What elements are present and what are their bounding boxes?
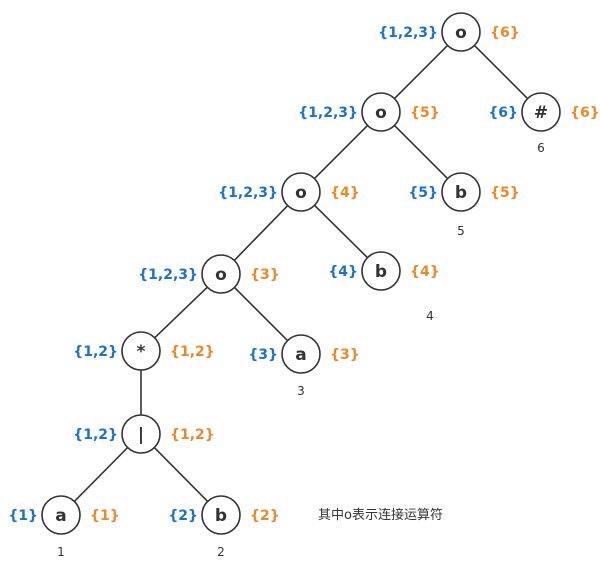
lastpos-set: {1,2} — [170, 344, 215, 360]
node-symbol: b — [455, 183, 467, 203]
firstpos-set: {5} — [408, 185, 438, 201]
leaf-position-number: 2 — [217, 545, 225, 559]
tree-nodes: o {1,2,3} {6} o {1,2,3} {5} # {6} {6} 6 o {1,2,3} {4… — [8, 12, 600, 559]
tree-edge — [313, 204, 369, 259]
lastpos-set: {1,2} — [170, 427, 215, 443]
leaf-position-number: 5 — [457, 224, 465, 238]
tree-edge — [393, 44, 449, 100]
tree-node: o {1,2,3} {5} — [298, 92, 440, 132]
node-symbol: o — [375, 103, 387, 123]
firstpos-set: {1} — [8, 508, 38, 524]
node-symbol: a — [295, 345, 306, 365]
tree-node: # {6} {6} 6 — [488, 92, 600, 155]
node-circle — [361, 92, 401, 132]
tree-node: b {5} {5} 5 — [408, 172, 520, 238]
node-symbol: | — [138, 425, 144, 445]
firstpos-set: {3} — [248, 347, 278, 363]
firstpos-set: {1,2,3} — [378, 25, 438, 41]
node-symbol: # — [534, 103, 548, 123]
tree-node: b {2} {2} 2 — [168, 495, 280, 559]
tree-edge — [154, 286, 208, 339]
node-circle — [361, 251, 401, 291]
node-circle — [201, 254, 241, 294]
leaf-position-number: 4 — [426, 309, 434, 323]
node-symbol: o — [215, 265, 227, 285]
node-symbol: b — [375, 262, 387, 282]
node-circle — [441, 172, 481, 212]
lastpos-set: {3} — [250, 267, 280, 283]
tree-node: * {1,2} {1,2} — [73, 331, 215, 371]
tree-edge — [393, 124, 449, 180]
node-symbol: a — [55, 506, 66, 526]
tree-edge — [233, 205, 289, 261]
firstpos-set: {1,2} — [73, 344, 118, 360]
firstpos-set: {4} — [328, 264, 358, 280]
tree-edge — [233, 286, 289, 342]
firstpos-set: {1,2,3} — [298, 105, 358, 121]
tree-node: o {1,2,3} {6} — [378, 12, 520, 52]
node-circle — [201, 495, 241, 535]
node-circle — [281, 172, 321, 212]
firstpos-set: {1,2} — [73, 427, 118, 443]
tree-node: b {4} {4} 4 — [328, 251, 440, 323]
leaf-position-number: 3 — [297, 384, 305, 398]
node-circle — [121, 414, 161, 454]
node-symbol: b — [215, 506, 227, 526]
lastpos-set: {1} — [90, 508, 120, 524]
operator-note: 其中o表示连接运算符 — [318, 507, 443, 523]
lastpos-set: {6} — [570, 105, 600, 121]
firstpos-set: {1,2,3} — [138, 267, 198, 283]
tree-edge — [473, 44, 529, 100]
firstpos-set: {1,2,3} — [218, 185, 278, 201]
lastpos-set: {4} — [410, 264, 440, 280]
tree-node: o {1,2,3} {4} — [218, 172, 360, 212]
node-circle — [121, 331, 161, 371]
tree-node: o {1,2,3} {3} — [138, 254, 280, 294]
tree-edge — [73, 446, 129, 503]
lastpos-set: {4} — [330, 185, 360, 201]
leaf-position-number: 6 — [537, 141, 545, 155]
lastpos-set: {3} — [330, 347, 360, 363]
node-circle — [441, 12, 481, 52]
tree-edge — [153, 446, 209, 503]
lastpos-set: {5} — [490, 185, 520, 201]
tree-edge — [313, 124, 369, 180]
firstpos-set: {6} — [488, 105, 518, 121]
node-symbol: * — [137, 342, 146, 362]
node-circle — [521, 92, 561, 132]
node-circle — [281, 334, 321, 374]
lastpos-set: {6} — [490, 25, 520, 41]
node-symbol: o — [295, 183, 307, 203]
lastpos-set: {2} — [250, 508, 280, 524]
firstpos-set: {2} — [168, 508, 198, 524]
tree-node: | {1,2} {1,2} — [73, 414, 215, 454]
node-symbol: o — [455, 23, 467, 43]
leaf-position-number: 1 — [57, 545, 65, 559]
node-circle — [41, 495, 81, 535]
tree-node: a {3} {3} 3 — [248, 334, 360, 398]
tree-edges — [73, 44, 529, 503]
tree-node: a {1} {1} 1 — [8, 495, 120, 559]
lastpos-set: {5} — [410, 105, 440, 121]
